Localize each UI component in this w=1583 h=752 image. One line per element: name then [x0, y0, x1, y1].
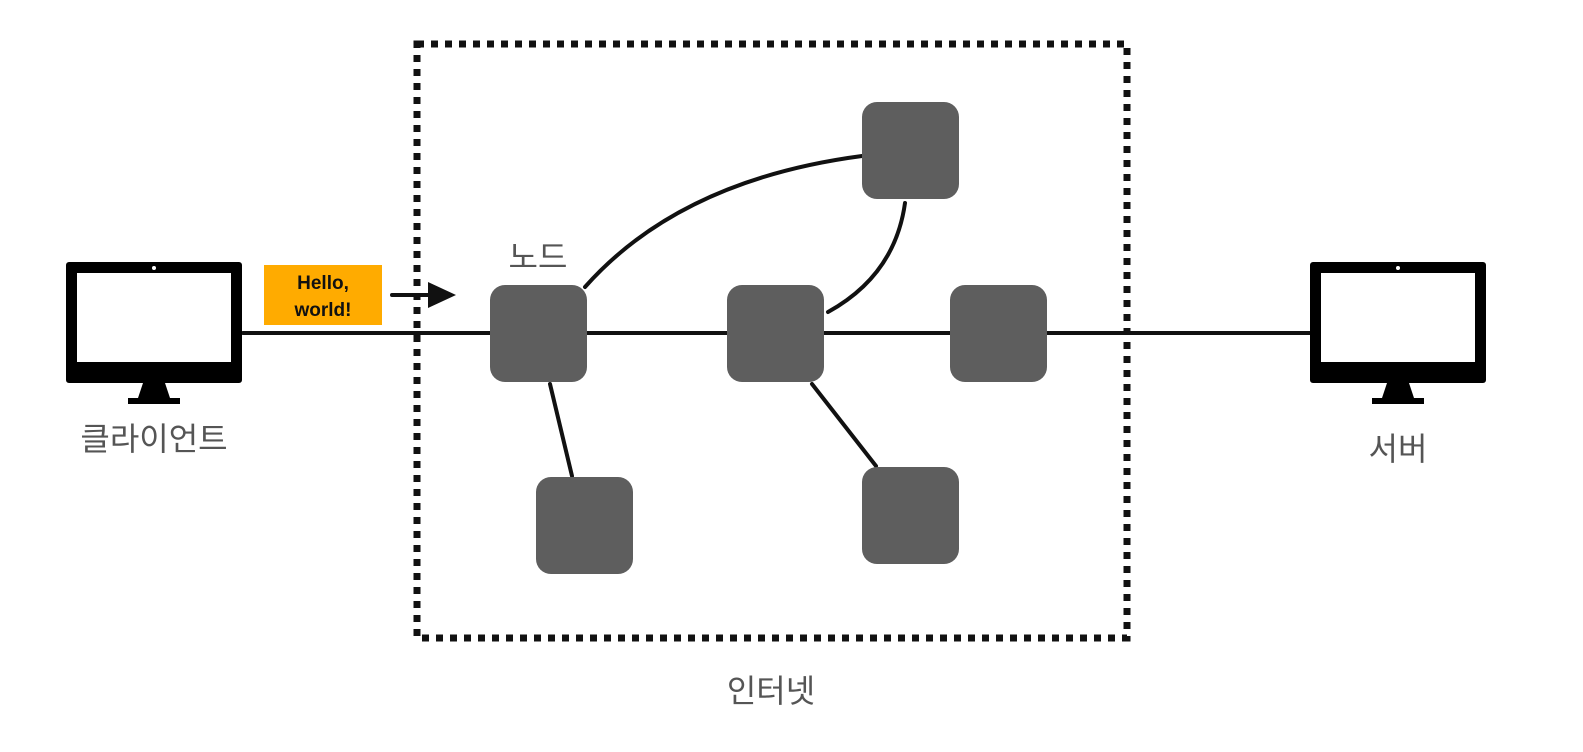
node-bottom-left [536, 477, 633, 574]
link-node-top-to-node2 [826, 201, 907, 314]
message-line-2: world! [294, 300, 352, 321]
client-monitor-icon [66, 262, 242, 404]
node-label: 노드 [509, 238, 568, 276]
message-box [264, 265, 382, 325]
link-node1-to-node-top [583, 154, 864, 289]
client-label: 클라이언트 [80, 420, 227, 458]
message-line-1: Hello, [297, 273, 349, 294]
node-1 [490, 285, 587, 382]
node-3 [950, 285, 1047, 382]
node-2 [727, 285, 824, 382]
message-packet: Hello, world! [264, 265, 382, 325]
internet-boundary [413, 40, 1131, 642]
arrow-right-icon [390, 282, 456, 308]
server-monitor-icon [1310, 262, 1486, 404]
link-node1-to-node-bottom-left [548, 382, 574, 478]
link-node2-to-node-bottom-right [810, 382, 878, 468]
node-bottom-right [862, 467, 959, 564]
internet-label: 인터넷 [727, 672, 815, 710]
server-label: 서버 [1369, 430, 1428, 468]
node-top [862, 102, 959, 199]
